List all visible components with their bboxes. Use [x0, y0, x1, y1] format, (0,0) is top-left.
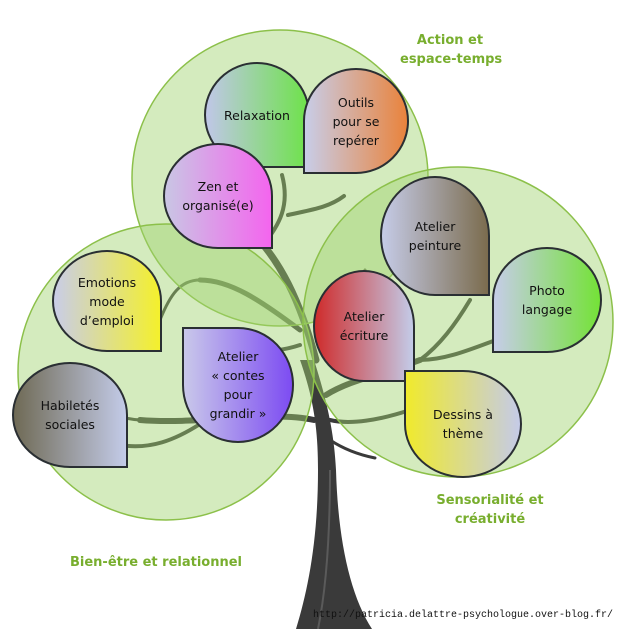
- bubble-ecriture: Atelier écriture: [313, 270, 415, 382]
- bubble-relaxation-text: Relaxation: [224, 106, 290, 125]
- bubble-line: Photo: [529, 283, 565, 298]
- bubble-line: Atelier: [217, 349, 259, 364]
- bubble-line: sociales: [45, 417, 95, 432]
- bubble-outils: Outils pour se repérer: [303, 68, 409, 174]
- bubble-dessins-text: Dessins à thème: [433, 405, 493, 443]
- bubble-dessins: Dessins à thème: [404, 370, 522, 478]
- bubble-line: mode: [89, 293, 125, 309]
- bubble-contes: Atelier « contes pour grandir »: [182, 327, 294, 443]
- bubble-zen: Zen et organisé(e): [163, 143, 273, 249]
- bubble-line: thème: [442, 426, 484, 441]
- bubble-line: grandir »: [209, 406, 267, 421]
- bubble-line: pour se: [332, 113, 380, 129]
- bubble-emotions: Emotions mode d’emploi: [52, 250, 162, 352]
- bubble-line: Relaxation: [224, 107, 290, 123]
- bubble-line: organisé(e): [182, 198, 254, 213]
- bubble-line: Habiletés: [40, 398, 100, 413]
- bubble-line: peinture: [408, 238, 462, 253]
- bubble-photo: Photo langage: [492, 247, 602, 353]
- group-label-bien-etre: Bien-être et relationnel: [69, 555, 242, 570]
- bubble-ecriture-text: Atelier écriture: [340, 307, 389, 345]
- bubble-line: Zen et: [197, 179, 239, 194]
- source-url[interactable]: http://patricia.delattre-psychologue.ove…: [312, 610, 613, 621]
- bubble-line: repérer: [333, 132, 379, 148]
- bubble-line: Atelier: [414, 219, 456, 234]
- bubble-line: Atelier: [343, 309, 385, 324]
- bubble-photo-text: Photo langage: [522, 281, 572, 319]
- bubble-line: « contes: [211, 368, 265, 383]
- bubble-line: Emotions: [77, 274, 137, 290]
- bubble-line: Dessins à: [433, 407, 493, 422]
- tree-trunk-highlight: [317, 469, 331, 629]
- group-label-sensorialite: Sensorialité et créativité: [436, 493, 544, 527]
- group-label-action: Action et espace-temps: [400, 33, 503, 67]
- bubble-habiletes-text: Habiletés sociales: [41, 396, 100, 434]
- bubble-line: pour: [223, 387, 253, 402]
- bubble-peinture-text: Atelier peinture: [409, 217, 461, 255]
- bubble-zen-text: Zen et organisé(e): [182, 177, 253, 215]
- bubble-line: langage: [521, 302, 573, 317]
- bubble-contes-text: Atelier « contes pour grandir »: [210, 347, 267, 423]
- bubble-line: écriture: [339, 328, 389, 343]
- bubble-peinture: Atelier peinture: [380, 176, 490, 296]
- bubble-habiletes: Habiletés sociales: [12, 362, 128, 468]
- bubble-outils-text: Outils pour se repérer: [333, 93, 380, 150]
- bubble-emotions-text: Emotions mode d’emploi: [78, 273, 136, 330]
- bubble-line: Outils: [337, 94, 375, 110]
- bubble-line: d’emploi: [79, 312, 135, 328]
- tree-trunk: [296, 360, 372, 629]
